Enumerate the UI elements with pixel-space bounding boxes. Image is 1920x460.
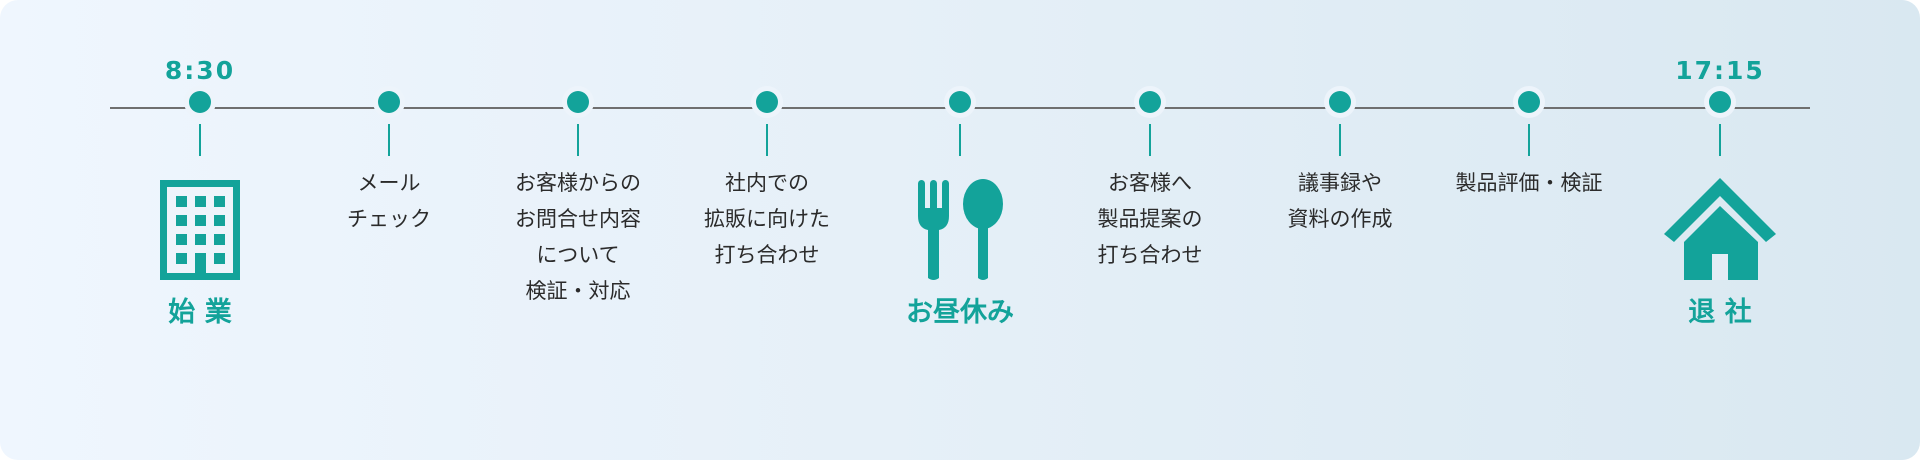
end-label: 退 社 [1688, 297, 1752, 328]
timeline-dot-6 [1513, 86, 1545, 118]
timeline-tick-lunch [959, 124, 961, 156]
timeline-dot-2 [562, 86, 594, 118]
timeline-dot-4 [1134, 86, 1166, 118]
timeline-tick-end [1719, 124, 1721, 156]
step-customer-proposal: お客様へ 製品提案の 打ち合わせ [1097, 171, 1203, 267]
timeline-tick-6 [1528, 124, 1530, 156]
lunch-label: お昼休み [906, 297, 1014, 328]
timeline-tick-1 [388, 124, 390, 156]
step-inquiry-support: お客様からの お問合せ内容 について 検証・対応 [515, 171, 641, 303]
step-internal-meeting: 社内での 拡販に向けた 打ち合わせ [704, 171, 830, 267]
timeline-tick-2 [577, 124, 579, 156]
timeline-tick-start [199, 124, 201, 156]
timeline-dot-3 [751, 86, 783, 118]
start-label: 始 業 [168, 297, 232, 328]
office-building-icon [160, 180, 240, 280]
timeline-dot-lunch [944, 86, 976, 118]
fork-spoon-icon [918, 179, 1003, 280]
step-product-evaluation: 製品評価・検証 [1455, 171, 1603, 195]
house-icon [1664, 178, 1776, 280]
timeline-tick-5 [1339, 124, 1341, 156]
end-time-label: 17:15 [1675, 56, 1765, 85]
start-time-label: 8:30 [164, 56, 236, 85]
timeline-dot-5 [1324, 86, 1356, 118]
timeline-dot-start [184, 86, 216, 118]
timeline-tick-4 [1149, 124, 1151, 156]
timeline-dot-end [1704, 86, 1736, 118]
timeline-dot-1 [373, 86, 405, 118]
timeline-tick-3 [766, 124, 768, 156]
step-email-check: メール チェック [347, 171, 431, 231]
step-minutes-documents: 議事録や 資料の作成 [1287, 171, 1393, 231]
